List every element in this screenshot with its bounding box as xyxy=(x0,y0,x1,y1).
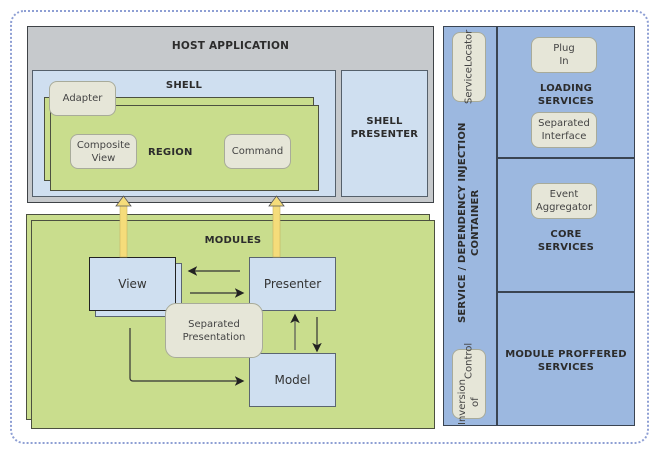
event-aggregator-label-2: Aggregator xyxy=(535,202,593,213)
composite-view-label-1: Composite xyxy=(76,139,131,151)
core-services-label-2: SERVICES xyxy=(537,242,595,253)
composite-view-box: Composite View xyxy=(70,134,137,169)
separated-presentation-label-1: Separated xyxy=(188,318,240,330)
outer-dotted-border xyxy=(10,10,649,444)
shell-presenter-label-1: SHELL xyxy=(366,116,403,127)
module-proffered-services-label-1: MODULE PROFFERED xyxy=(505,349,627,360)
core-services-label-1: CORE xyxy=(550,229,582,240)
yellow-arrow-view-to-region xyxy=(115,195,132,258)
presenter-box: Presenter xyxy=(249,257,336,311)
shell-label: SHELL xyxy=(165,80,203,91)
shell-presenter-box: SHELL PRESENTER xyxy=(341,70,428,197)
host-application-label: HOST APPLICATION xyxy=(171,40,290,52)
inversion-of-control-label-2: Control xyxy=(463,342,475,380)
loading-services-label: LOADING SERVICES xyxy=(497,82,635,108)
event-aggregator-label-1: Event xyxy=(549,189,579,200)
separated-interface-box: Separated Interface xyxy=(531,112,597,148)
separated-presentation-label-2: Presentation xyxy=(182,331,246,343)
plug-in-label-1: Plug xyxy=(553,43,575,54)
modules-label: MODULES xyxy=(204,235,262,246)
separated-interface-label-1: Separated xyxy=(538,118,590,129)
arrow-view-to-model xyxy=(129,328,245,386)
loading-services-label-1: LOADING xyxy=(540,83,592,94)
model-box: Model xyxy=(249,353,336,407)
adapter-box: Adapter xyxy=(49,81,116,116)
event-aggregator-box: Event Aggregator xyxy=(531,183,597,219)
service-locator-label-2: Locator xyxy=(463,29,475,68)
separated-presentation-box: Separated Presentation xyxy=(165,303,263,358)
model-label: Model xyxy=(274,373,311,387)
service-locator-box: Service Locator xyxy=(452,29,486,105)
loading-core-divider xyxy=(496,157,635,159)
yellow-arrow-presenter-to-region xyxy=(268,195,285,258)
command-label: Command xyxy=(231,146,284,157)
region-label: REGION xyxy=(148,147,193,158)
adapter-label: Adapter xyxy=(62,93,103,104)
service-locator-label-1: Service xyxy=(463,67,475,105)
core-services-label: CORE SERVICES xyxy=(497,228,635,254)
container-title: SERVICE / DEPENDENCY INJECTION CONTAINER xyxy=(457,122,481,324)
shell-presenter-label-2: PRESENTER xyxy=(350,129,419,140)
view-box: View xyxy=(89,257,176,311)
plug-in-label-2: In xyxy=(559,56,569,67)
inversion-of-control-box: Inversion of Control xyxy=(452,343,486,425)
module-proffered-services-label-2: SERVICES xyxy=(537,362,595,373)
core-module-divider xyxy=(496,291,635,293)
loading-services-label-2: SERVICES xyxy=(537,96,595,107)
plug-in-box: Plug In xyxy=(531,37,597,73)
presenter-label: Presenter xyxy=(263,277,322,291)
module-proffered-services-label: MODULE PROFFERED SERVICES xyxy=(497,348,635,374)
view-label: View xyxy=(118,277,147,291)
composite-view-label-2: View xyxy=(91,152,116,164)
separated-interface-label-2: Interface xyxy=(541,131,587,142)
inversion-of-control-label-1: Inversion of xyxy=(457,379,481,426)
command-box: Command xyxy=(224,134,291,169)
container-column-divider xyxy=(496,26,498,426)
